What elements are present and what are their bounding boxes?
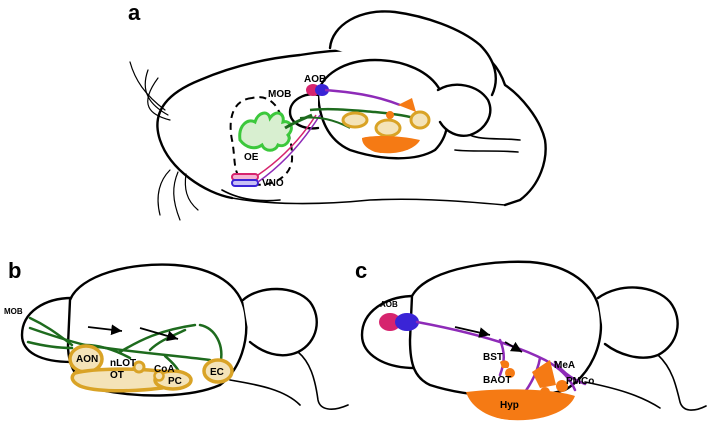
panel-a-letter: a — [128, 0, 141, 25]
label-coa-b: CoA — [154, 364, 175, 375]
brain-c-cerebellum — [596, 286, 679, 359]
aob-c-posterior — [395, 313, 419, 331]
region-bst — [500, 360, 510, 368]
panel-a: a — [128, 0, 547, 221]
region-hyp — [466, 389, 575, 421]
panel-b: b MOB AON nLOT OT — [4, 258, 349, 410]
label-bst-c: BST — [483, 352, 503, 363]
hyp-a — [362, 135, 420, 154]
region-coa — [153, 370, 165, 382]
rat-jaw — [231, 197, 506, 206]
mea-a — [398, 98, 416, 112]
label-aob-a: AOB — [304, 74, 326, 85]
label-mob-a: MOB — [268, 89, 291, 100]
panel-c: c AOB BST BAOT MeA PMCo — [355, 258, 707, 421]
vomeronasal-nerve-pink — [257, 114, 317, 176]
label-aob-c: AOB — [380, 300, 398, 309]
lot-a — [309, 107, 421, 122]
cortical-target-aon — [341, 111, 369, 129]
brain-a-cerebellum — [436, 83, 492, 137]
rat-mouth — [221, 189, 281, 202]
cortical-target-pc — [374, 118, 402, 138]
brain-a-brainstem — [454, 134, 521, 153]
brain-b-mob — [20, 296, 74, 364]
aob-posterior — [315, 84, 329, 96]
label-mob-b: MOB — [4, 307, 23, 316]
vno-posterior — [231, 179, 259, 187]
panel-b-letter: b — [8, 258, 21, 283]
region-pmco-2 — [540, 387, 550, 397]
arrow-b-1 — [87, 324, 123, 336]
label-pc-b: PC — [168, 376, 182, 387]
brain-b-brainstem — [229, 351, 349, 410]
region-pmco — [556, 380, 568, 392]
rat-ear — [328, 10, 497, 97]
label-nlot-b: nLOT — [110, 358, 136, 369]
region-nlot — [132, 360, 146, 374]
label-vno-a: VNO — [262, 178, 284, 189]
label-ec-b: EC — [210, 367, 224, 378]
label-pmco-c: PMCo — [566, 376, 594, 387]
arrow-c-1 — [454, 326, 491, 338]
aot-a — [324, 88, 401, 107]
label-aon-b: AON — [76, 354, 98, 365]
brain-b-cerebellum — [241, 287, 318, 357]
panel-c-letter: c — [355, 258, 367, 283]
label-mea-c: MeA — [554, 360, 575, 371]
region-baot — [505, 368, 515, 378]
label-hyp-c: Hyp — [500, 400, 519, 411]
aob-c-anterior — [379, 313, 401, 331]
brain-c-brainstem — [584, 354, 707, 411]
cortical-target-ec — [409, 110, 431, 130]
rat-whiskers — [129, 61, 199, 221]
label-baot-c: BAOT — [483, 375, 511, 386]
arrow-c-2 — [504, 341, 523, 353]
oe-region-outline — [229, 96, 294, 186]
region-ec — [202, 358, 234, 384]
brain-c-cortex — [408, 260, 603, 398]
label-oe-a: OE — [244, 152, 259, 163]
vomeronasal-nerve-purple — [257, 114, 321, 183]
bst-a — [386, 111, 394, 119]
label-ot-b: OT — [110, 370, 124, 381]
region-mea — [532, 360, 556, 388]
olfactory-nerve — [284, 113, 313, 130]
arrow-b-2 — [139, 327, 179, 342]
